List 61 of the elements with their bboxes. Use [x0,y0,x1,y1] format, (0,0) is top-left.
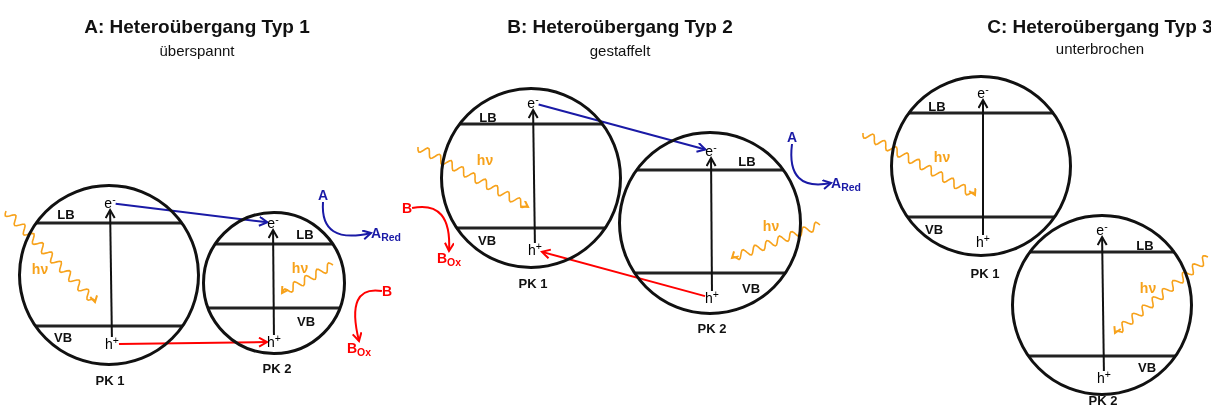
charge-carrier-label: e$^{-}$ [705,144,717,158]
panel-title: B: Heteroübergang Typ 2 [507,16,733,36]
photon-label: hν [1139,281,1157,295]
arrow [411,205,455,252]
photon-label: hν [31,262,49,276]
particle-caption: PK 2 [697,321,727,335]
charge-carrier-label: e$^{-}$ [104,196,116,210]
photon-label: hν [476,153,494,167]
charge-carrier-label: e$^{-}$ [267,216,279,230]
arrow [527,109,539,244]
particle-caption: PK 1 [970,266,1000,280]
band-label: VB [296,314,316,328]
particle-caption: PK 1 [518,276,548,290]
arrow [351,289,383,342]
redox-species-label: A [317,188,329,202]
panel-subtitle: überspannt [159,42,235,58]
band-label: VB [1137,360,1157,374]
redox-species-label: B [401,201,413,215]
arrow [540,248,707,298]
panel-subtitle: unterbrochen [1055,40,1145,56]
band-label: VB [53,330,73,344]
redox-species-label: A$_{Red}$ [371,226,401,240]
arrow [977,99,989,236]
charge-carrier-label: e$^{-}$ [527,96,539,110]
arrow [267,229,279,336]
photon-label: hν [291,261,309,275]
particle-caption: PK 2 [1088,393,1118,407]
panel-title: A: Heteroübergang Typ 1 [84,16,310,36]
particle-caption: PK 1 [95,373,125,387]
band-label: VB [741,281,761,295]
charge-carrier-label: e$^{-}$ [977,86,989,100]
photon-label: hν [933,150,951,164]
charge-carrier-label: h$^{+}$ [267,335,281,349]
particle-caption: PK 2 [262,361,292,375]
arrow [537,103,707,153]
arrow [790,143,832,190]
band-label: VB [924,222,944,236]
arrow [1096,236,1108,372]
charge-carrier-label: h$^{+}$ [528,243,542,257]
band-label: LB [928,99,946,113]
arrow [104,209,116,338]
band-label: LB [296,227,314,241]
band-label: LB [1136,238,1154,252]
charge-carrier-label: h$^{+}$ [976,235,990,249]
photon-label: hν [762,219,780,233]
charge-carrier-label: h$^{+}$ [705,291,719,305]
charge-carrier-label: h$^{+}$ [1097,371,1111,385]
band-label: LB [57,207,75,221]
panel-subtitle: gestaffelt [589,42,651,58]
arrow [705,157,717,292]
charge-carrier-label: e$^{-}$ [1096,223,1108,237]
band-label: VB [477,233,497,247]
arrow [114,202,269,227]
redox-species-label: B [381,284,393,298]
redox-species-label: B$_{Ox}$ [346,341,372,355]
arrow [117,336,269,348]
arrow [321,201,372,240]
redox-species-label: A$_{Red}$ [831,176,861,190]
charge-carrier-label: h$^{+}$ [105,337,119,351]
band-label: LB [479,110,497,124]
band-label: LB [738,154,756,168]
